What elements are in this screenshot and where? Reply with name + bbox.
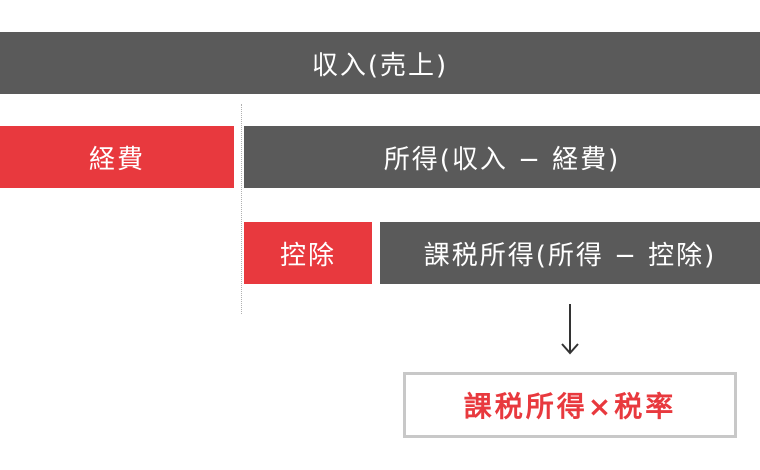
deduction-bar: 控除 — [244, 222, 372, 284]
income-bar: 収入(売上) — [0, 32, 760, 94]
profit-bar: 所得(収入 − 経費) — [244, 126, 760, 188]
dotted-divider — [241, 104, 242, 314]
taxable-income-bar: 課税所得(所得 − 控除) — [380, 222, 760, 284]
tax-formula-box: 課税所得×税率 — [403, 372, 737, 438]
expenses-bar: 経費 — [0, 126, 234, 188]
arrow-down-icon — [561, 304, 579, 355]
